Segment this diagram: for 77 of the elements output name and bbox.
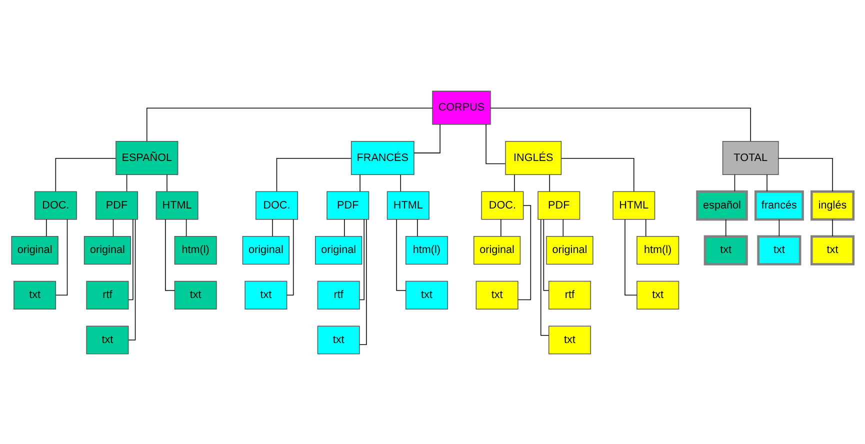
node-box: DOC. <box>34 190 77 220</box>
node-box: HTML <box>612 190 656 220</box>
connector <box>645 218 646 236</box>
node-box: PDF <box>326 190 370 220</box>
connector <box>540 218 550 336</box>
connector <box>55 157 116 192</box>
node-box: txt <box>86 325 129 354</box>
node-box: txt <box>174 280 217 309</box>
node-box: francés <box>754 190 804 220</box>
connector <box>344 218 345 236</box>
node-box: DOC. <box>481 190 524 220</box>
node-box: rtf <box>86 280 129 309</box>
node-box: rtf <box>317 280 360 309</box>
connector <box>112 218 114 236</box>
connector <box>276 157 352 192</box>
connector <box>396 218 406 290</box>
node-box: español <box>696 190 748 220</box>
connector <box>766 174 768 192</box>
connector <box>286 218 294 296</box>
node-box: CORPUS <box>432 90 491 124</box>
node-box: txt <box>317 325 360 354</box>
connector <box>359 218 364 300</box>
node-box: inglés <box>810 190 855 220</box>
connector <box>486 124 506 164</box>
connector <box>359 218 367 345</box>
node-box: TOTAL <box>722 140 779 174</box>
connector <box>128 218 136 340</box>
connector <box>562 218 564 236</box>
connector <box>514 174 515 192</box>
connector <box>543 218 550 290</box>
node-box: txt <box>548 325 591 354</box>
connector <box>146 107 433 141</box>
connector <box>414 124 440 153</box>
connector <box>46 218 47 236</box>
connector <box>500 218 502 236</box>
connector <box>490 107 751 141</box>
connector <box>832 218 833 236</box>
node-box: txt <box>405 280 448 309</box>
node-box: txt <box>757 234 802 265</box>
node-box: DOC. <box>255 190 298 220</box>
node-box: htm(l) <box>405 236 448 264</box>
connector <box>560 157 634 192</box>
connector <box>186 218 187 236</box>
connector <box>128 218 134 300</box>
node-box: HTML <box>156 190 198 220</box>
node-box: ESPAÑOL <box>116 140 178 174</box>
node-box: HTML <box>386 190 430 220</box>
node-box: original <box>84 236 132 264</box>
node-box: original <box>315 236 362 264</box>
connector <box>778 218 780 236</box>
node-box: original <box>11 236 58 264</box>
node-box: rtf <box>548 280 591 309</box>
node-box: PDF <box>538 190 580 220</box>
node-box: txt <box>704 234 748 265</box>
connector <box>165 218 176 290</box>
node-box: original <box>473 236 521 264</box>
node-box: txt <box>636 280 680 309</box>
connector <box>166 174 168 192</box>
node-box: PDF <box>95 190 138 220</box>
node-box: FRANCÉS <box>350 140 414 174</box>
connector <box>549 174 550 192</box>
connector <box>126 174 128 192</box>
node-box: txt <box>810 234 855 265</box>
node-box: htm(l) <box>636 236 680 264</box>
connector <box>778 157 833 192</box>
connector <box>725 218 726 236</box>
node-box: original <box>242 236 290 264</box>
node-box: txt <box>244 280 288 309</box>
connector <box>417 218 418 236</box>
node-box: txt <box>14 280 56 309</box>
connector <box>400 174 401 192</box>
node-box: original <box>546 236 594 264</box>
node-box: htm(l) <box>174 236 217 264</box>
node-box: INGLÉS <box>505 140 562 174</box>
node-box: txt <box>476 280 518 309</box>
connector <box>734 174 736 192</box>
connector <box>272 218 273 236</box>
